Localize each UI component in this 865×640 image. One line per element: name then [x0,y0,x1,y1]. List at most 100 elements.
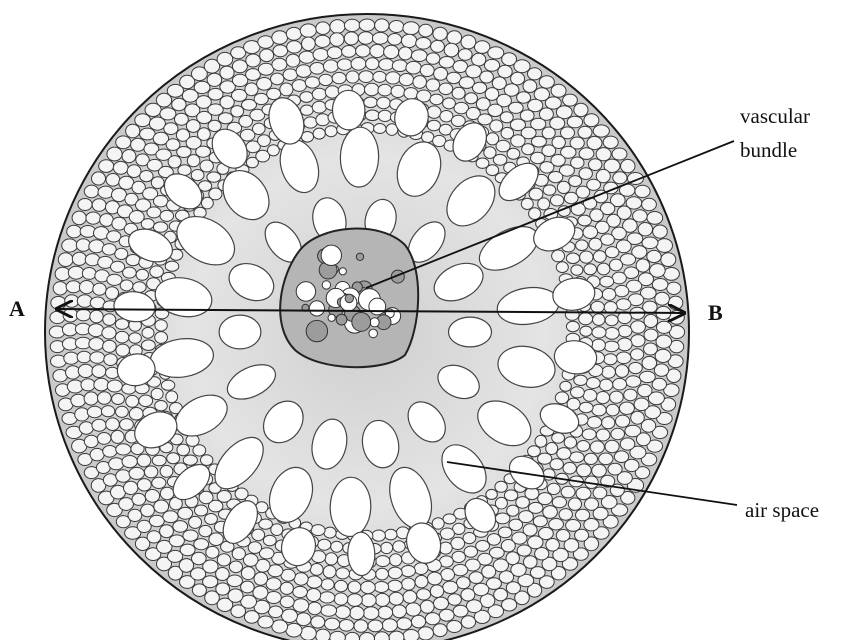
cortex-cell [122,150,136,163]
cortex-cell [116,344,130,356]
cortex-cell [461,35,476,49]
cortex-cell [258,36,274,49]
cortex-cell [529,208,541,220]
cortex-cell [506,582,520,594]
cortex-cell [246,54,261,67]
cortex-cell [610,259,623,271]
vascular-cell [370,318,379,327]
cortex-cell [579,313,593,325]
cortex-cell [312,101,326,113]
cortex-cell [638,384,652,396]
cortex-cell [378,84,392,96]
cortex-cell [379,59,394,71]
cortex-cell [616,299,631,310]
cortex-cell [280,596,294,608]
cortex-cell [577,464,592,477]
cortex-cell [493,154,507,165]
cortex-cell [365,110,379,121]
cortex-cell [663,268,679,281]
cortex-cell [310,63,325,75]
cortex-cell [551,84,566,97]
cortex-cell [434,597,449,610]
cortex-cell [577,441,590,452]
cortex-cell [107,380,122,392]
cortex-cell [76,309,90,321]
cortex-cell [494,588,508,600]
cortex-cell [64,352,79,364]
cortex-cell [574,103,588,116]
vascular-cell [336,314,347,325]
cortex-cell [653,225,668,238]
cortex-cell [313,49,328,61]
cortex-cell [440,528,454,539]
cortex-cell [231,106,244,117]
cortex-cell [71,394,86,407]
cortex-cell [402,578,416,590]
cortex-cell [263,535,276,546]
cortex-cell [635,185,650,197]
cortex-cell [615,365,628,378]
cortex-cell [112,188,127,201]
cortex-cell [136,269,148,280]
cortex-cell [132,493,146,505]
cortex-cell [84,392,98,405]
cortex-cell [484,59,499,71]
cortex-cell [79,422,93,434]
cortex-cell [667,282,681,294]
cortex-cell [447,31,462,44]
cortex-cell [120,280,133,291]
cortex-cell [546,539,560,552]
cortex-cell [92,365,106,378]
cortex-cell [245,83,258,96]
cortex-cell [331,541,343,552]
cortex-cell [647,250,661,262]
cortex-cell [473,82,487,93]
cortex-cell [99,160,114,173]
cortex-cell [507,148,520,159]
cortex-cell [313,128,325,139]
cortex-cell [517,92,531,103]
cortex-cell [128,509,142,521]
cortex-cell [123,267,137,278]
cortex-cell [137,479,151,491]
cortex-cell [668,296,682,309]
cortex-cell [266,592,281,604]
cortex-cell [574,375,587,385]
cortex-cell [375,593,389,606]
air-space [347,532,375,576]
cortex-cell [618,325,632,337]
vascular-cell [296,282,315,301]
cortex-cell [254,572,268,585]
cortex-cell [104,354,117,366]
cortex-cell [97,433,111,445]
cortex-cell [401,566,415,577]
cortex-cell [258,616,273,628]
vascular-cell [339,268,346,275]
cortex-cell [590,441,604,453]
cortex-cell [325,126,337,137]
cortex-cell [323,60,338,72]
cortex-cell [195,505,208,516]
cortex-cell [152,455,166,466]
cortex-cell [155,332,168,344]
cortex-cell [457,577,471,589]
cortex-cell [107,147,122,161]
cortex-cell [86,212,101,224]
cortex-cell [141,219,154,230]
cortex-cell [466,600,482,613]
vascular-label-line1: vascular [740,104,810,128]
cortex-cell [316,629,331,640]
cortex-cell [102,327,116,339]
cortex-cell [631,321,646,334]
cortex-cell [406,61,421,74]
cortex-cell [218,113,233,124]
cortex-cell [587,417,602,429]
cortex-cell [593,251,606,263]
cortex-cell [325,618,340,630]
cortex-cell [160,525,174,538]
cortex-cell [323,566,336,578]
cortex-cell [615,285,629,296]
cortex-cell [372,530,385,541]
cortex-cell [596,392,609,404]
cortex-cell [411,615,425,628]
